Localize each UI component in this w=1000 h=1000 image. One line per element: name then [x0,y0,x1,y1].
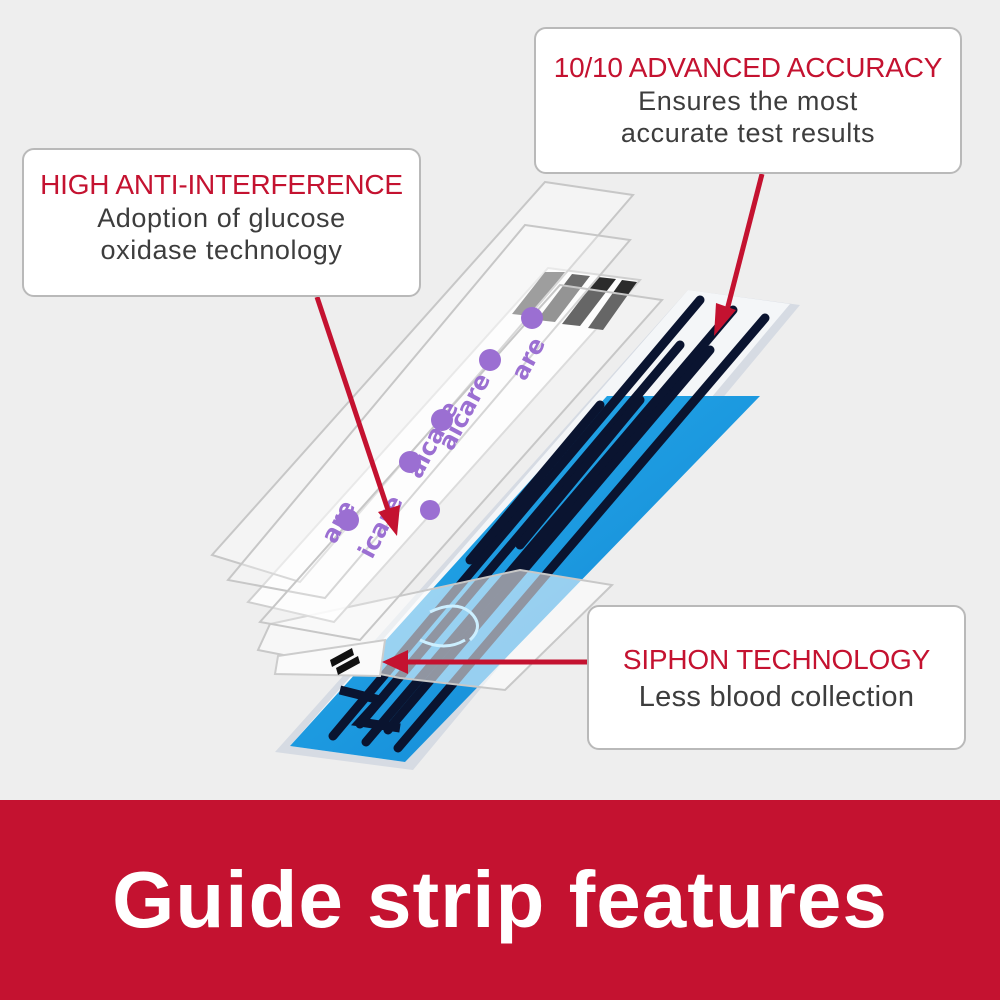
callout-description: Ensures the most [638,86,858,116]
interference-callout: HIGH ANTI-INTERFERENCE Adoption of gluco… [22,148,421,297]
callout-description: accurate test results [620,118,876,148]
callout-title: 10/10 ADVANCED ACCURACY [553,52,943,83]
callout-title: SIPHON TECHNOLOGY [622,644,931,675]
logo-glyphs [337,307,543,531]
siphon-callout: SIPHON TECHNOLOGY Less blood collection [587,605,966,750]
callout-pointers [314,173,765,674]
accuracy-pointer [722,173,765,319]
callout-title: HIGH ANTI-INTERFERENCE [40,169,403,200]
accuracy-callout: 10/10 ADVANCED ACCURACY Ensures the most… [534,27,962,174]
callout-description: Less blood collection [638,681,915,713]
arrowhead-icon [382,650,408,674]
arrowhead-icon [714,303,736,336]
strip-exploded-view: aicare aicare are icare are [210,173,800,770]
callout-description: oxidase technology [100,235,343,265]
arrowhead-icon [378,505,400,536]
enzyme-layer [246,266,643,624]
banner-title: Guide strip features [112,855,888,944]
interference-pointer [314,296,393,517]
callout-description: Adoption of glucose [97,203,346,233]
bottom-banner: Guide strip features [0,800,1000,1000]
product-illustration-area: aicare aicare are icare are 10/10 [22,27,966,770]
